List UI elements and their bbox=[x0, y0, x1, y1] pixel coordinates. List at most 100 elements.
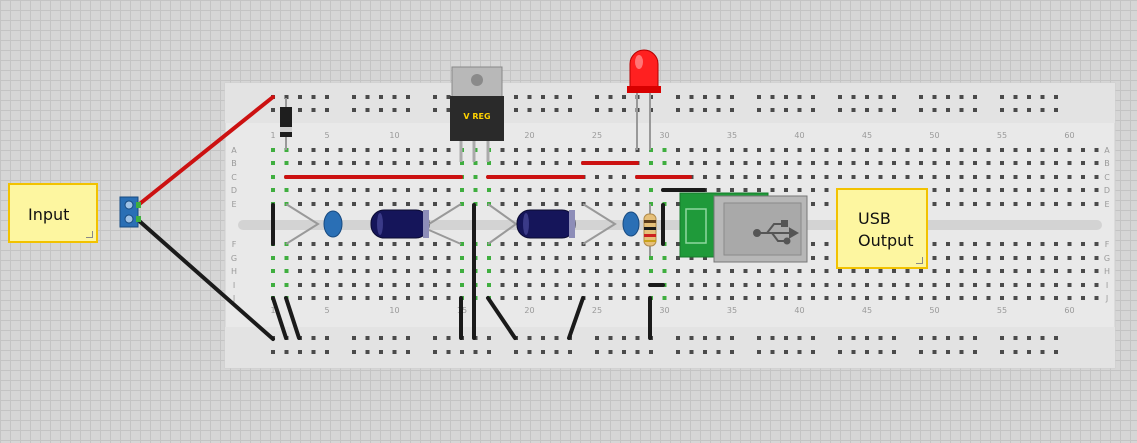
hole bbox=[433, 202, 437, 206]
hole bbox=[824, 242, 829, 246]
electrolytic-capacitor-2[interactable] bbox=[487, 203, 576, 245]
rail-hole bbox=[716, 336, 721, 340]
hole bbox=[379, 269, 383, 273]
rail-hole bbox=[568, 108, 572, 112]
row-letter: D bbox=[1104, 186, 1110, 195]
hole bbox=[541, 242, 545, 246]
hole bbox=[568, 296, 572, 300]
rail-hole bbox=[1027, 108, 1031, 112]
hole bbox=[1013, 148, 1018, 152]
rail-hole bbox=[622, 95, 626, 99]
hole bbox=[298, 269, 302, 273]
hole bbox=[1013, 242, 1018, 246]
hole bbox=[743, 269, 748, 273]
rail-hole bbox=[703, 350, 707, 354]
hole bbox=[352, 202, 356, 206]
hole bbox=[986, 296, 991, 300]
red-led[interactable] bbox=[627, 49, 661, 150]
rail-hole bbox=[919, 95, 923, 99]
hole bbox=[338, 296, 343, 300]
rail-hole bbox=[608, 95, 613, 99]
hole bbox=[1081, 175, 1085, 179]
rail-hole bbox=[892, 350, 896, 354]
hole bbox=[703, 283, 707, 287]
hole bbox=[325, 242, 329, 246]
hole bbox=[1067, 296, 1072, 300]
resistor[interactable] bbox=[643, 204, 657, 256]
hole bbox=[716, 283, 721, 287]
usb-output-note[interactable]: USB Output bbox=[836, 188, 928, 269]
hole bbox=[541, 188, 545, 192]
hole bbox=[419, 161, 424, 165]
hole bbox=[797, 269, 802, 273]
electrolytic-capacitor-1[interactable] bbox=[370, 209, 430, 239]
hole bbox=[433, 269, 437, 273]
input-red-wire bbox=[135, 95, 275, 208]
hole bbox=[446, 296, 451, 300]
rail-hole bbox=[689, 95, 694, 99]
black-jumper-6 bbox=[486, 296, 517, 340]
screw-terminal[interactable] bbox=[119, 196, 141, 228]
hole bbox=[1040, 296, 1045, 300]
hole bbox=[878, 269, 883, 273]
hole bbox=[473, 161, 478, 165]
resize-grip[interactable] bbox=[916, 257, 923, 264]
hole bbox=[1081, 283, 1085, 287]
rail-hole bbox=[392, 95, 397, 99]
rail-hole bbox=[541, 350, 545, 354]
rail-hole bbox=[892, 336, 896, 340]
hole bbox=[811, 148, 815, 152]
hole bbox=[932, 269, 937, 273]
rail-hole bbox=[365, 350, 370, 354]
diode[interactable] bbox=[280, 98, 292, 150]
rail-hole bbox=[878, 336, 883, 340]
rail-hole bbox=[527, 95, 532, 99]
hole bbox=[986, 283, 991, 287]
rail-hole bbox=[1027, 350, 1031, 354]
rail-hole bbox=[1000, 108, 1004, 112]
rail-hole bbox=[919, 108, 923, 112]
hole bbox=[1040, 148, 1045, 152]
voltage-regulator[interactable]: V REG bbox=[450, 66, 504, 162]
hole bbox=[878, 296, 883, 300]
hole bbox=[379, 161, 383, 165]
hole bbox=[271, 175, 275, 179]
rail-hole bbox=[784, 350, 788, 354]
column-number: 10 bbox=[389, 306, 399, 315]
column-number: 40 bbox=[794, 131, 804, 140]
rail-hole bbox=[1054, 108, 1058, 112]
hole bbox=[919, 269, 923, 273]
resize-grip[interactable] bbox=[86, 231, 93, 238]
rail-hole bbox=[379, 95, 383, 99]
hole bbox=[311, 161, 316, 165]
hole bbox=[608, 202, 613, 206]
hole bbox=[851, 283, 856, 287]
hole bbox=[527, 161, 532, 165]
hole bbox=[878, 161, 883, 165]
hole bbox=[824, 161, 829, 165]
hole bbox=[662, 148, 667, 152]
rail-hole bbox=[568, 95, 572, 99]
usb-breakout-board[interactable] bbox=[679, 192, 808, 263]
rail-hole bbox=[1000, 95, 1004, 99]
ceramic-capacitor-1[interactable] bbox=[285, 203, 343, 245]
rail-hole bbox=[703, 336, 707, 340]
hole bbox=[608, 242, 613, 246]
hole bbox=[946, 161, 950, 165]
hole bbox=[392, 188, 397, 192]
hole bbox=[716, 175, 721, 179]
ceramic-capacitor-2[interactable] bbox=[582, 203, 640, 245]
rail-hole bbox=[770, 350, 775, 354]
hole bbox=[905, 148, 910, 152]
hole bbox=[797, 296, 802, 300]
hole bbox=[635, 202, 640, 206]
hole bbox=[878, 175, 883, 179]
input-note[interactable]: Input bbox=[8, 183, 98, 243]
hole bbox=[1027, 202, 1031, 206]
hole bbox=[338, 188, 343, 192]
hole bbox=[1040, 188, 1045, 192]
rail-hole bbox=[527, 108, 532, 112]
hole bbox=[919, 175, 923, 179]
hole bbox=[352, 256, 356, 260]
rail-hole bbox=[271, 108, 275, 112]
